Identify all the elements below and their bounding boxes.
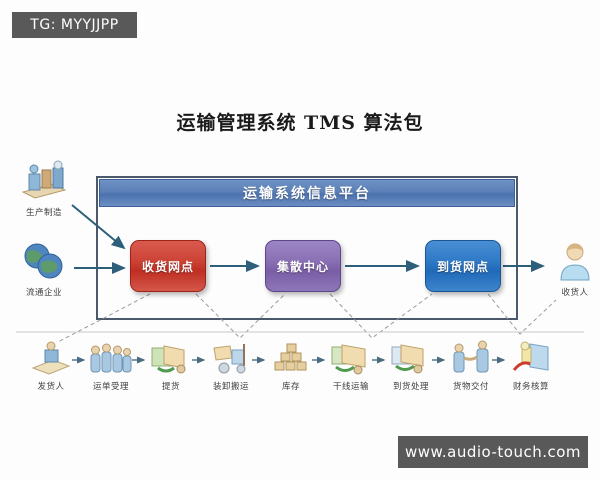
stacked-boxes-icon <box>262 338 320 376</box>
pickup-truck-icon <box>142 338 200 376</box>
process-step-rail: 发货人 运单受理 <box>22 338 582 394</box>
step-label: 库存 <box>281 382 300 392</box>
node-receiving-branch[interactable]: 收货网点 <box>130 240 206 292</box>
watermark-bottom: www.audio-touch.com <box>398 436 588 468</box>
step-label: 发货人 <box>37 382 65 392</box>
step-label: 货物交付 <box>452 382 489 392</box>
node-label: 收货网点 <box>141 259 194 274</box>
step-shipper[interactable]: 发货人 <box>22 338 80 392</box>
step-loading-handling[interactable]: 装卸搬运 <box>202 338 260 392</box>
step-financial-settlement[interactable]: 财务核算 <box>502 338 560 392</box>
desk-person-icon <box>22 338 80 376</box>
node-arrival-branch[interactable]: 到货网点 <box>425 240 501 292</box>
step-pickup[interactable]: 提货 <box>142 338 200 392</box>
step-inventory[interactable]: 库存 <box>262 338 320 392</box>
source-label: 流通企业 <box>25 288 62 298</box>
node-label: 集散中心 <box>276 259 329 274</box>
node-distribution-center[interactable]: 集散中心 <box>265 240 341 292</box>
node-label: 到货网点 <box>436 259 489 274</box>
source-node-distribution[interactable]: 流通企业 <box>6 238 82 298</box>
person-icon <box>540 240 600 282</box>
platform-banner: 运输系统信息平台 <box>99 179 515 207</box>
step-label: 财务核算 <box>512 382 549 392</box>
factory-icon <box>6 158 82 202</box>
step-label: 干线运输 <box>332 382 369 392</box>
step-goods-delivery[interactable]: 货物交付 <box>442 338 500 392</box>
staff-group-icon <box>82 338 140 376</box>
source-node-production[interactable]: 生产制造 <box>6 158 82 218</box>
step-line-haul[interactable]: 干线运输 <box>322 338 380 392</box>
arrival-truck-icon <box>382 338 440 376</box>
line-haul-truck-icon <box>322 338 380 376</box>
endpoint-label: 收货人 <box>561 288 589 298</box>
watermark-top: TG: MYYJJPP <box>12 12 137 38</box>
platform-banner-label: 运输系统信息平台 <box>243 186 371 202</box>
step-label: 装卸搬运 <box>212 382 249 392</box>
step-label: 提货 <box>161 382 180 392</box>
globe-icon <box>6 238 82 282</box>
step-label: 到货处理 <box>392 382 429 392</box>
step-arrival-handling[interactable]: 到货处理 <box>382 338 440 392</box>
source-label: 生产制造 <box>25 208 62 218</box>
step-waybill-acceptance[interactable]: 运单受理 <box>82 338 140 392</box>
page-title: 运输管理系统 TMS 算法包 <box>176 112 424 134</box>
step-label: 运单受理 <box>92 382 129 392</box>
finance-icon <box>502 338 560 376</box>
endpoint-consignee[interactable]: 收货人 <box>540 240 600 298</box>
forklift-icon <box>202 338 260 376</box>
handshake-icon <box>442 338 500 376</box>
